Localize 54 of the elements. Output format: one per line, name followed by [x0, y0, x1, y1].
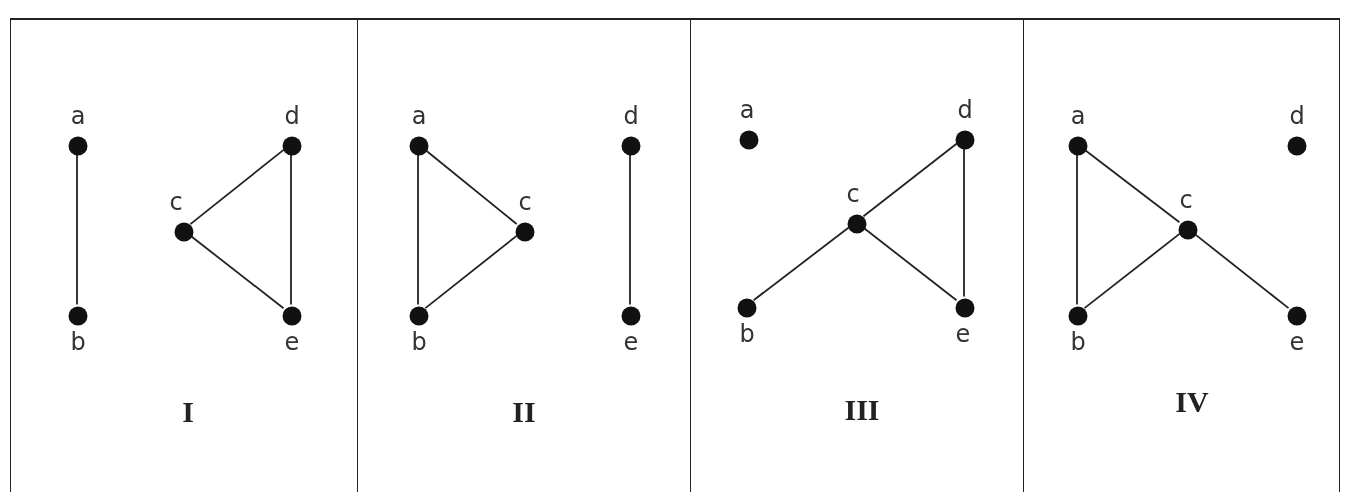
vertex-dot [847, 214, 867, 234]
graph-panel [690, 18, 1023, 492]
graph-panel [10, 18, 357, 492]
vertex-label: b [70, 330, 86, 354]
vertex-dot [1287, 306, 1307, 326]
vertex-label: e [623, 330, 639, 354]
vertex-label: e [955, 322, 971, 346]
vertex-label: d [957, 98, 973, 122]
vertex-label: e [1289, 330, 1305, 354]
vertex-dot [1068, 306, 1088, 326]
vertex-dot [737, 298, 757, 318]
panel-numeral: IV [1175, 385, 1209, 419]
vertex-dot [1178, 220, 1198, 240]
vertex-dot [409, 136, 429, 156]
vertex-label: a [1070, 104, 1086, 128]
vertex-label: a [411, 104, 427, 128]
vertex-dot [68, 136, 88, 156]
panel-numeral: II [512, 395, 536, 429]
vertex-dot [1068, 136, 1088, 156]
vertex-label: d [1289, 104, 1305, 128]
vertex-label: b [739, 322, 755, 346]
vertex-dot [282, 136, 302, 156]
graph-edge [752, 226, 850, 302]
vertex-dot [174, 222, 194, 242]
panel-numeral: I [182, 395, 194, 429]
vertex-label: c [518, 190, 532, 214]
vertex-label: c [1179, 188, 1193, 212]
graph-edge [1083, 233, 1181, 309]
vertex-dot [1287, 136, 1307, 156]
vertex-dot [955, 298, 975, 318]
vertex-dot [515, 222, 535, 242]
vertex-dot [739, 130, 759, 150]
vertex-dot [68, 306, 88, 326]
graph-edge [189, 149, 285, 225]
graph-panel [357, 18, 690, 492]
vertex-label: a [70, 104, 86, 128]
vertex-label: c [846, 182, 860, 206]
vertex-label: d [623, 104, 639, 128]
vertex-label: d [284, 104, 300, 128]
vertex-dot [282, 306, 302, 326]
vertex-label: b [1070, 330, 1086, 354]
vertex-dot [621, 306, 641, 326]
vertex-label: b [411, 330, 427, 354]
graph-edge [862, 142, 958, 218]
graph-edge [424, 149, 518, 225]
panel-numeral: III [844, 393, 880, 427]
vertex-dot [621, 136, 641, 156]
vertex-label: a [739, 98, 755, 122]
vertex-dot [409, 306, 429, 326]
vertex-dot [955, 130, 975, 150]
graph-edge [424, 235, 518, 309]
vertex-label: e [284, 330, 300, 354]
graph-panel [1023, 18, 1340, 492]
vertex-label: c [169, 190, 183, 214]
